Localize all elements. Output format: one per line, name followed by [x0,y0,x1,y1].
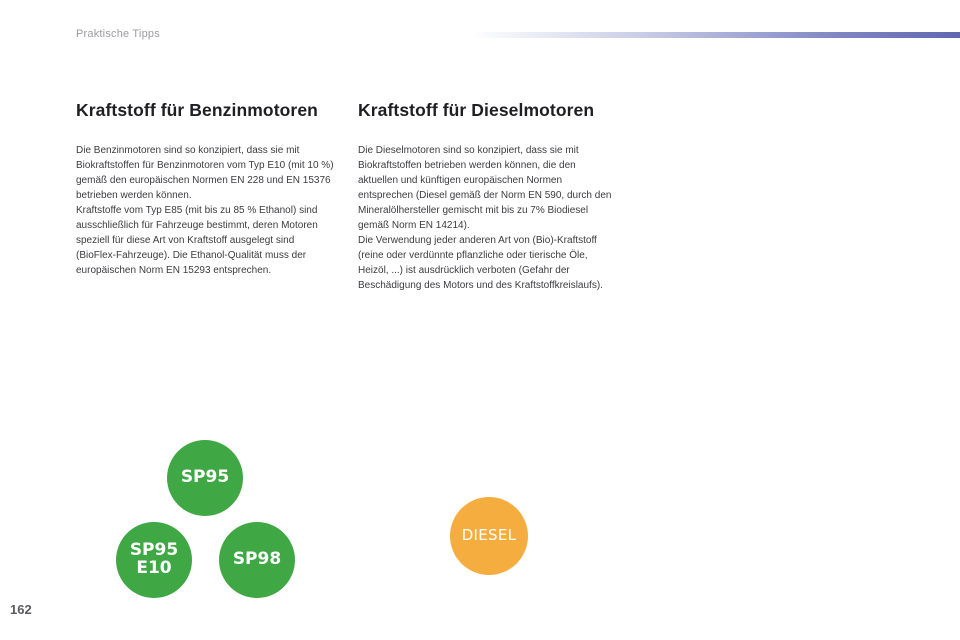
diesel-label: DIESEL [461,526,517,545]
diesel-fuel-badge: DIESEL [450,497,528,575]
diesel-paragraph-2: Die Verwendung jeder anderen Art von (Bi… [358,235,603,291]
sp95-e10-label-line2: E10 [136,558,172,578]
sp98-label: SP98 [232,549,282,570]
petrol-section: Kraftstoff für Benzinmotoren Die Benzinm… [76,100,336,278]
sp95-label: SP95 [180,467,230,488]
diesel-paragraph-1: Die Dieselmotoren sind so konzipiert, da… [358,145,612,231]
diesel-heading: Kraftstoff für Dieselmotoren [358,100,595,120]
sp95-fuel-badge: SP95 [167,440,243,516]
sp95-e10-label-line1: SP95 [129,540,179,561]
petrol-paragraph-1: Die Benzinmotoren sind so konzipiert, da… [76,145,334,201]
petrol-heading: Kraftstoff für Benzinmotoren [76,100,318,120]
header-gradient-bar [470,32,960,38]
petrol-paragraph-2: Kraftstoffe vom Typ E85 (mit bis zu 85 %… [76,205,318,276]
sp95-e10-fuel-badge: SP95 E10 [116,522,192,598]
section-title: Praktische Tipps [76,28,160,40]
diesel-section: Kraftstoff für Dieselmotoren Die Dieselm… [358,100,618,293]
sp98-fuel-badge: SP98 [219,522,295,598]
page-number: 162 [10,602,32,617]
